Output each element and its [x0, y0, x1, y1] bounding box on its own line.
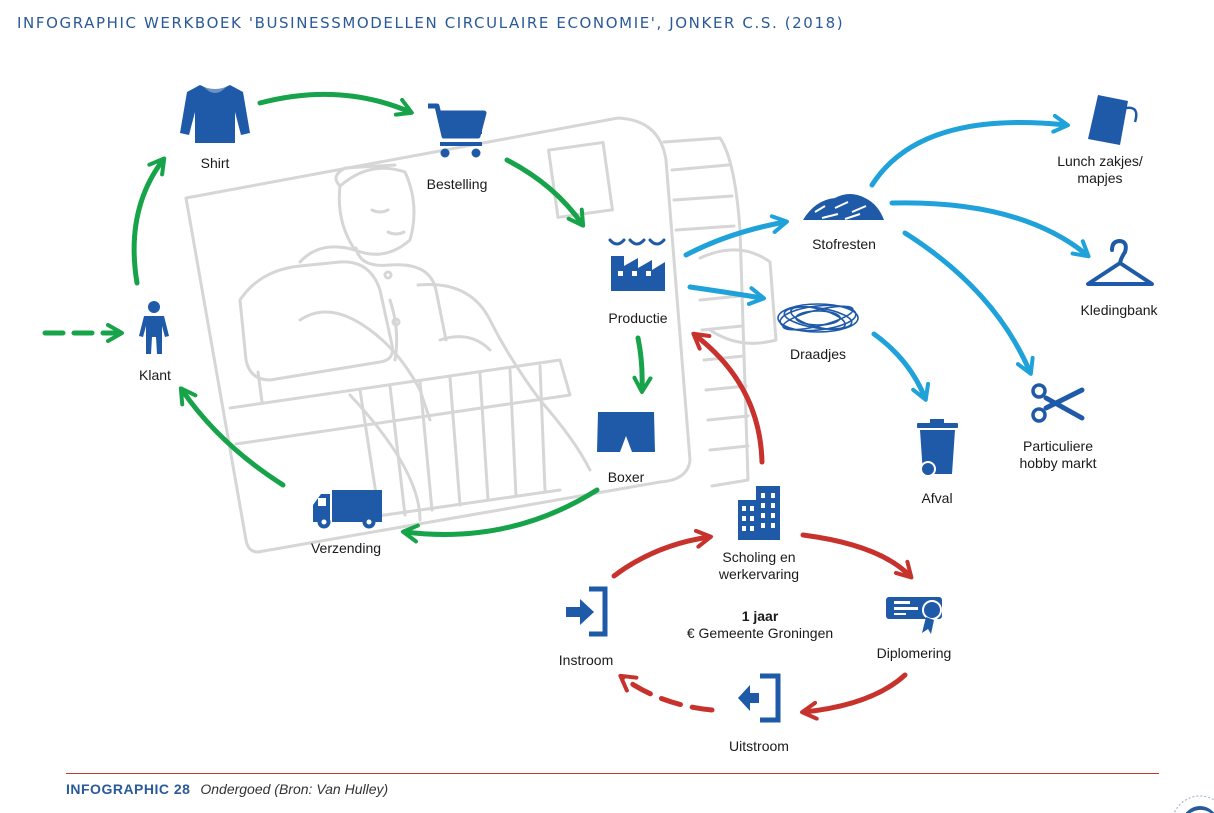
footer-divider [66, 773, 1159, 774]
sewing-worker-sketch [184, 116, 778, 554]
hobby-label-line2: hobby markt [1019, 455, 1097, 471]
waste-bin-icon [917, 419, 958, 477]
figure-caption-text: Ondergoed (Bron: Van Hulley) [200, 781, 389, 797]
node-label-stofresten: Stofresten [812, 236, 876, 252]
hobby-label-line1: Particuliere [1022, 438, 1094, 454]
exit-door-icon [738, 673, 781, 723]
shirt-icon [180, 85, 250, 143]
lunch-bag-icon [1088, 95, 1138, 145]
node-label-shirt: Shirt [200, 155, 230, 171]
scholing-label-line1: Scholing en [722, 549, 796, 565]
factory-icon [608, 238, 666, 291]
training-funding-note: 1 jaar € Gemeente Groningen [687, 608, 833, 642]
node-label-boxer: Boxer [607, 469, 645, 485]
figure-caption: INFOGRAPHIC 28 Ondergoed (Bron: Van Hull… [66, 781, 388, 797]
clothes-hanger-icon [1086, 239, 1154, 286]
node-label-diplomering: Diplomering [876, 645, 952, 661]
office-building-icon [738, 486, 780, 540]
node-label-instroom: Instroom [558, 652, 614, 668]
node-label-scholing: Scholing en werkervaring [719, 549, 799, 583]
node-label-hobby-markt: Particuliere hobby markt [1019, 438, 1096, 472]
node-label-bestelling: Bestelling [426, 176, 488, 192]
scholing-label-line2: werkervaring [718, 566, 800, 582]
scissors-icon [1031, 383, 1085, 423]
customer-person-icon [139, 301, 169, 354]
node-label-lunch-zakjes: Lunch zakjes/ mapjes [1057, 153, 1143, 187]
entry-door-icon [566, 586, 608, 637]
fabric-scraps-icon [803, 194, 884, 220]
corner-logo [1150, 782, 1214, 813]
node-label-afval: Afval [921, 490, 953, 506]
product-cycle-arrows [42, 91, 653, 544]
delivery-truck-icon [313, 490, 382, 529]
node-label-kledingbank: Kledingbank [1080, 302, 1158, 318]
training-cycle-arrows [611, 331, 914, 721]
shopping-cart-icon [428, 103, 487, 158]
node-label-klant: Klant [139, 367, 171, 383]
training-duration: 1 jaar [741, 608, 779, 624]
lunch-label-line2: mapjes [1077, 170, 1123, 186]
node-label-productie: Productie [608, 310, 668, 326]
boxer-shorts-icon [597, 412, 655, 452]
page-header: INFOGRAPHIC WERKBOEK 'BUSINESSMODELLEN C… [17, 14, 845, 32]
material-flow-arrows [683, 113, 1091, 402]
training-funding-source: € Gemeente Groningen [686, 625, 834, 641]
node-label-draadjes: Draadjes [789, 346, 847, 362]
node-label-verzending: Verzending [310, 540, 382, 556]
thread-bundle-icon [777, 303, 859, 333]
lunch-label-line1: Lunch zakjes/ [1057, 153, 1143, 169]
figure-number: INFOGRAPHIC 28 [66, 781, 191, 797]
node-label-uitstroom: Uitstroom [729, 738, 789, 754]
diploma-icon [886, 597, 942, 634]
